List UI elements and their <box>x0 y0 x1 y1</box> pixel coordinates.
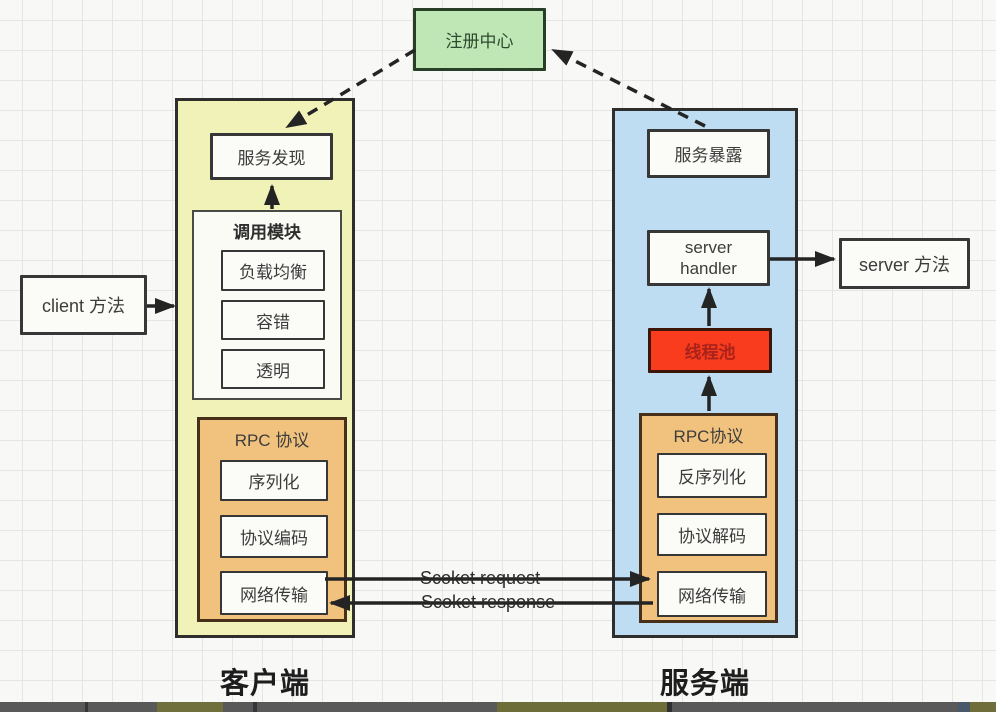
network-transport-label-client: 网络传输 <box>240 585 308 605</box>
call-module-title: 调用模块 <box>233 223 301 242</box>
client-method-label: client 方法 <box>41 296 126 316</box>
service-expose-label: 服务暴露 <box>674 146 743 165</box>
client-method-box: client 方法 <box>20 275 147 335</box>
timeline-divider <box>667 702 672 712</box>
rpc-protocol-title-client: RPC 协议 <box>234 431 310 450</box>
server-handler-label: server handler <box>680 237 737 278</box>
protocol-decode-box: 协议解码 <box>657 513 767 556</box>
thread-pool-label: 线程池 <box>684 343 736 362</box>
transparency-label: 透明 <box>256 361 290 381</box>
load-balance-label: 负载均衡 <box>239 263 307 282</box>
video-timeline-strip[interactable] <box>0 702 996 712</box>
server-method-label: server 方法 <box>858 254 950 275</box>
call-module-panel: 调用模块 负载均衡 容错 透明 <box>192 210 342 400</box>
deserialization-box: 反序列化 <box>657 453 767 498</box>
deserialization-label: 反序列化 <box>678 468 746 487</box>
serialization-box: 序列化 <box>220 460 328 501</box>
rpc-protocol-title-server: RPC协议 <box>673 427 744 446</box>
timeline-thumb-segment <box>157 702 223 712</box>
client-column-label: 客户端 <box>219 668 310 700</box>
socket-response-label: Scoket response <box>421 592 556 612</box>
rpc-protocol-panel-client: RPC 协议 序列化 协议编码 网络传输 <box>197 417 347 622</box>
timeline-divider <box>85 702 88 712</box>
protocol-encode-label: 协议编码 <box>240 529 308 548</box>
server-column-label: 服务端 <box>659 668 750 700</box>
service-expose-box: 服务暴露 <box>647 129 770 178</box>
load-balance-box: 负载均衡 <box>221 250 325 291</box>
timeline-thumb-segment <box>958 702 970 712</box>
network-transport-label-server: 网络传输 <box>678 586 746 606</box>
timeline-thumb-segment <box>970 702 996 712</box>
registry-box: 注册中心 <box>413 8 546 71</box>
socket-request-label: Scoket request <box>420 568 541 588</box>
fault-tolerance-label: 容错 <box>256 312 290 332</box>
thread-pool-box: 线程池 <box>648 328 772 373</box>
protocol-decode-label: 协议解码 <box>678 527 746 546</box>
service-discovery-label: 服务发现 <box>237 149 306 168</box>
registry-label: 注册中心 <box>445 32 514 51</box>
protocol-encode-box: 协议编码 <box>220 515 328 558</box>
fault-tolerance-box: 容错 <box>221 300 325 340</box>
server-handler-box: server handler <box>647 230 770 286</box>
service-discovery-box: 服务发现 <box>210 133 333 180</box>
timeline-thumb-segment <box>497 702 667 712</box>
timeline-divider <box>253 702 257 712</box>
server-method-box: server 方法 <box>839 238 970 289</box>
serialization-label: 序列化 <box>248 473 300 492</box>
network-transport-box-client: 网络传输 <box>220 571 328 615</box>
rpc-protocol-panel-server: RPC协议 反序列化 协议解码 网络传输 <box>639 413 778 623</box>
transparency-box: 透明 <box>221 349 325 389</box>
network-transport-box-server: 网络传输 <box>657 571 767 617</box>
